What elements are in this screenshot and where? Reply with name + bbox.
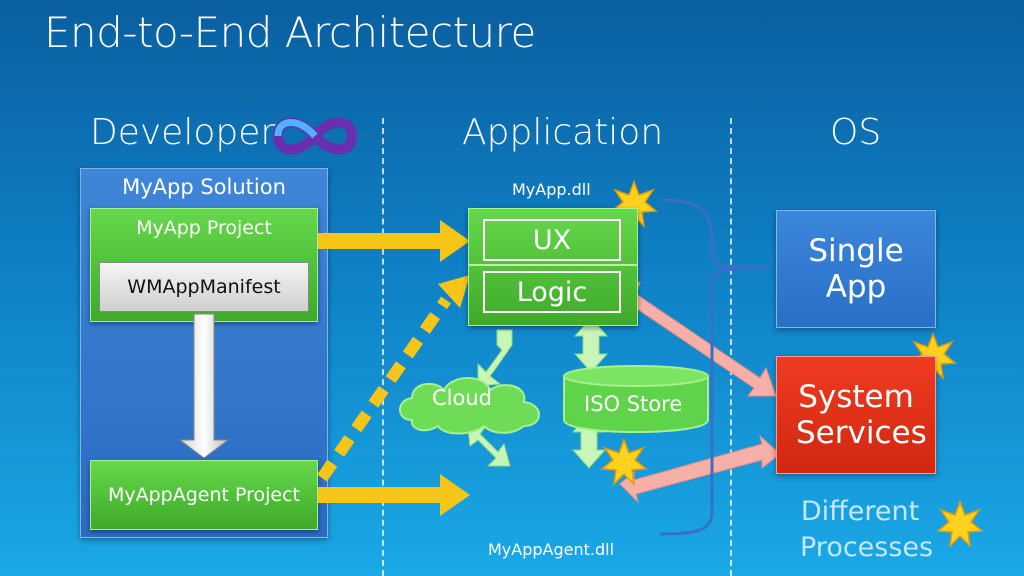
cloud-shape (399, 377, 540, 435)
star-icon-processes (936, 499, 984, 549)
iso-store-cylinder (563, 365, 709, 433)
column-divider-right (730, 118, 732, 576)
manifest-to-agent-arrow (178, 313, 230, 459)
single-app-label: Single App (808, 233, 904, 305)
star-icon-iso (600, 437, 648, 487)
single-app-box: Single App (776, 210, 936, 328)
system-services-label: System Services (796, 379, 927, 451)
dll-separator (469, 264, 637, 266)
developer-heading: Developer (90, 112, 276, 153)
ux-box: UX (483, 219, 621, 261)
myapp-dll-label: MyApp.dll (512, 180, 591, 199)
myappagent-project-box: MyAppAgent Project (90, 460, 318, 530)
myapp-dll-box: UX Logic (468, 208, 638, 326)
column-divider-left (382, 118, 384, 576)
slide-title: End-to-End Architecture (44, 8, 536, 57)
project-to-app-arrow (318, 220, 470, 262)
visual-studio-logo-icon (272, 117, 358, 155)
logic-cloud-arrow (477, 329, 513, 387)
agent-to-dll-arrow (318, 474, 470, 516)
wmappmanifest-box: WMAppManifest (99, 262, 309, 312)
cloud-label: Cloud (432, 386, 492, 410)
os-heading: OS (830, 112, 882, 153)
agent-to-logic-dashed-arrow (317, 296, 451, 482)
logic-box: Logic (483, 271, 621, 313)
cloud-down-arrow (467, 425, 511, 467)
project-label: MyApp Project (136, 217, 272, 239)
solution-title: MyApp Solution (122, 175, 286, 199)
iso-store-label: ISO Store (584, 392, 683, 416)
process-brace (659, 198, 769, 536)
different-processes-label: Different Processes (800, 496, 934, 563)
system-services-box: System Services (776, 356, 936, 474)
application-heading: Application (462, 112, 664, 153)
myappagent-dll-label: MyAppAgent.dll (488, 540, 615, 559)
